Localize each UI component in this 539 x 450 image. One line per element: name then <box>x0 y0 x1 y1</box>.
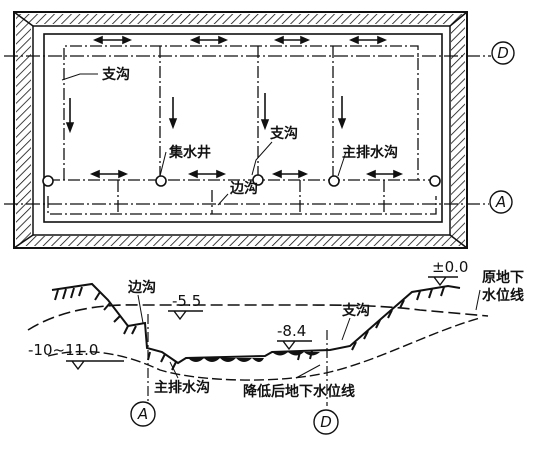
sump-well <box>328 175 340 187</box>
lowered-water-table <box>47 317 481 381</box>
plan-outer-frame <box>13 11 468 249</box>
sump-well <box>155 175 167 187</box>
section-label-original-water-table-2: 水位线 <box>482 287 524 304</box>
axis-a-vertical <box>130 314 156 427</box>
section-leaders <box>137 289 481 379</box>
section-label-main-drain: 主排水沟 <box>154 379 210 396</box>
elevation-bottom: -8.4 <box>277 322 306 340</box>
double-arrow <box>271 169 309 179</box>
double-arrow <box>187 169 227 179</box>
double-arrow <box>189 35 229 45</box>
plan-view: D A <box>4 11 515 249</box>
down-arrow <box>168 97 178 130</box>
flow-arrows <box>65 35 404 179</box>
double-arrow <box>89 169 129 179</box>
sump-wells <box>42 174 441 187</box>
elevation-ground: ±0.0 <box>432 258 468 276</box>
axis-a-label-section: A <box>137 405 148 423</box>
bottom-blobs <box>188 352 320 362</box>
axis-d-label-section: D <box>320 413 332 431</box>
double-arrow <box>348 35 388 45</box>
double-arrow <box>365 169 404 179</box>
original-water-table <box>27 304 489 331</box>
plan-leaders <box>61 73 347 206</box>
plan-label-branch-ditch-1: 支沟 <box>101 66 130 83</box>
axis-d-line <box>4 41 515 65</box>
plan-label-main-drain: 主排水沟 <box>342 144 398 161</box>
section-label-lowered-water-table: 降低后地下水位线 <box>243 383 355 400</box>
down-arrow <box>337 96 347 130</box>
sump-well <box>429 175 441 187</box>
section-label-original-water-table-1: 原地下 <box>482 269 524 286</box>
plan-label-sump: 集水井 <box>168 144 211 161</box>
plan-label-branch-ditch-2: 支沟 <box>269 125 298 142</box>
section-label-branch-ditch: 支沟 <box>341 302 370 319</box>
excavation-profile <box>51 282 461 365</box>
elevation-water-range: -10~11.0 <box>28 341 98 359</box>
double-arrow <box>92 35 133 45</box>
sump-well <box>252 174 264 186</box>
section-label-edge-ditch: 边沟 <box>127 279 156 296</box>
edge-ditch-frame <box>43 33 443 223</box>
branch-ditch-network <box>47 45 437 215</box>
sump-well <box>42 175 54 187</box>
section-view: A D 边沟 支沟 主排水沟 降低后地下水位线 原地下 水位线 ±0.0 <box>27 258 524 435</box>
double-arrow <box>273 35 311 45</box>
elevation-edge-ditch: -5.5 <box>172 292 201 310</box>
down-arrow <box>65 98 75 134</box>
axis-d-label-plan: D <box>497 44 509 62</box>
axis-d-vertical <box>313 330 339 435</box>
axis-a-label-plan: A <box>495 193 506 211</box>
plan-label-edge-ditch: 边沟 <box>229 180 258 197</box>
axis-a-line <box>4 190 513 214</box>
elevation-markers <box>66 276 458 371</box>
down-arrow <box>260 93 270 131</box>
soil-hatching <box>54 286 445 371</box>
